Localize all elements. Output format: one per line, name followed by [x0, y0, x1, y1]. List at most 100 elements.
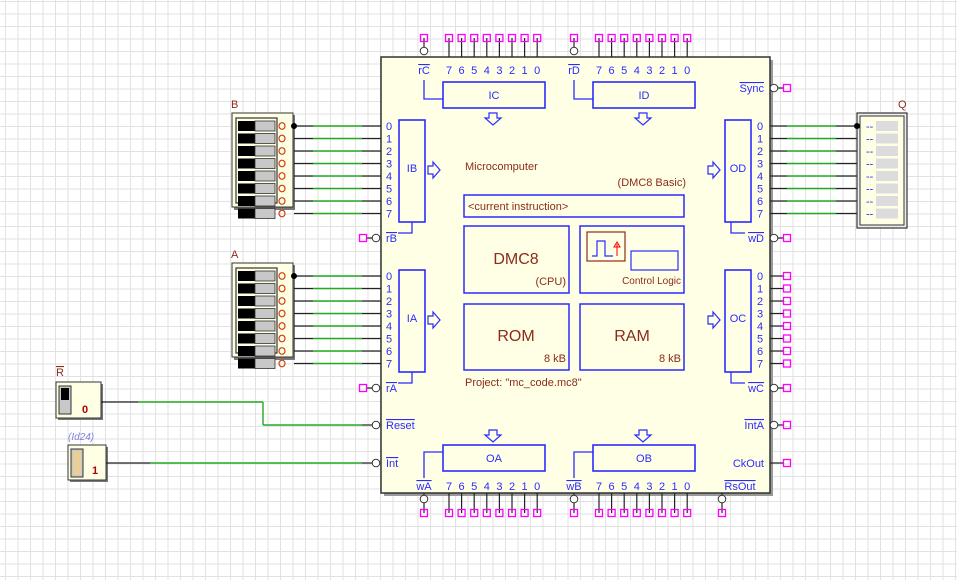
connector-rA[interactable] [358, 383, 368, 393]
port-OB-register[interactable] [592, 444, 696, 472]
connector-ID-bit[interactable] [607, 33, 616, 43]
connector-ID-bit[interactable] [594, 33, 604, 43]
bit-label: 5 [471, 481, 477, 493]
microcomputer-block[interactable] [380, 56, 771, 494]
connector-IC-bit[interactable] [495, 33, 504, 43]
connector-rsout[interactable] [717, 508, 727, 518]
connector-OA-bit[interactable] [470, 508, 479, 518]
connector-rD[interactable] [569, 33, 579, 43]
connector-OB-bit[interactable] [620, 508, 629, 518]
dip-toggle-off[interactable] [238, 171, 255, 181]
connector-OC-bit[interactable] [782, 296, 792, 306]
connector-wD[interactable] [782, 233, 792, 243]
connector-OC-bit[interactable] [782, 309, 792, 318]
dip-toggle-off[interactable] [238, 196, 255, 206]
connector-OB-bit[interactable] [670, 508, 679, 518]
port-OA-register[interactable] [442, 444, 546, 472]
connector-OA-bit[interactable] [495, 508, 504, 518]
connector-OB-bit[interactable] [657, 508, 667, 518]
connector-OC-bit[interactable] [782, 321, 792, 331]
output-state-icon [278, 184, 286, 193]
connector-IC-bit[interactable] [482, 33, 491, 43]
dip-toggle-off[interactable] [238, 308, 255, 319]
dip-toggle-off[interactable] [238, 133, 255, 144]
connector-OB-bit[interactable] [607, 508, 616, 518]
connector-IC-bit[interactable] [444, 33, 454, 43]
connector-inta[interactable] [782, 420, 792, 430]
ram-block[interactable] [579, 303, 685, 371]
bit-label: 7 [757, 209, 763, 221]
connector-ID-bit[interactable] [670, 33, 679, 43]
port-OD-register[interactable] [724, 119, 752, 223]
connector-wC[interactable] [782, 383, 792, 393]
connector-OB-bit[interactable] [594, 508, 604, 518]
port-ID-register[interactable] [592, 81, 696, 109]
connector-OC-bit[interactable] [782, 346, 792, 356]
connector-wB[interactable] [569, 508, 579, 518]
dip-toggle-off[interactable] [238, 183, 255, 194]
clock-icon [586, 231, 626, 262]
connector-IC-bit[interactable] [457, 33, 466, 43]
display-bit-value: -- [866, 184, 874, 196]
connector-OC-bit[interactable] [782, 271, 792, 281]
junction-dot [291, 123, 297, 129]
connector-OA-bit[interactable] [533, 508, 542, 518]
connector-ID-bit[interactable] [657, 33, 667, 43]
dip-toggle-off[interactable] [238, 208, 255, 219]
connector-OB-bit[interactable] [645, 508, 654, 518]
port-IC-register[interactable] [442, 81, 546, 109]
connector-ID-bit[interactable] [645, 33, 654, 43]
connector-OB-bit[interactable] [632, 508, 641, 518]
dip-toggle-off[interactable] [238, 158, 255, 169]
pin-label-rsout: RsOut [724, 481, 755, 493]
connector-OA-bit[interactable] [520, 508, 529, 518]
connector-IC-bit[interactable] [520, 33, 529, 43]
inverted-pin-wC-icon [769, 383, 779, 393]
connector-rC[interactable] [419, 33, 429, 43]
connector-OC-bit[interactable] [782, 359, 792, 368]
connector-wA[interactable] [419, 508, 429, 518]
connector-ID-bit[interactable] [632, 33, 641, 43]
dip-toggle-off[interactable] [238, 283, 255, 294]
dip-toggle-off[interactable] [238, 146, 255, 156]
connector-IC-bit[interactable] [533, 33, 542, 43]
bit-label: 7 [596, 481, 602, 493]
cpu-block[interactable] [463, 225, 570, 294]
connector-IC-bit[interactable] [507, 33, 517, 43]
rom-block[interactable] [463, 303, 570, 371]
switch-knob [73, 451, 81, 475]
connector-OA-bit[interactable] [444, 508, 454, 518]
connector-OC-bit[interactable] [782, 334, 792, 343]
dip-toggle-off[interactable] [238, 333, 255, 344]
arrow-down-icon [483, 429, 503, 443]
port-OB-label: OB [636, 453, 652, 465]
dip-toggle-off[interactable] [238, 358, 255, 369]
bit-label: 2 [509, 65, 515, 77]
connector-OA-bit[interactable] [457, 508, 466, 518]
connector-IC-bit[interactable] [470, 33, 479, 43]
register-enable-line [398, 222, 413, 234]
inverted-pin-wD-icon [769, 233, 779, 243]
connector-ID-bit[interactable] [620, 33, 629, 43]
connector-OB-bit[interactable] [683, 508, 692, 518]
dip-toggle-off[interactable] [238, 121, 255, 131]
connector-ckout[interactable] [782, 458, 792, 468]
output-state-icon [278, 134, 286, 143]
dip-toggle-off[interactable] [238, 321, 255, 331]
port-OC-register[interactable] [724, 269, 752, 373]
connector-rB[interactable] [358, 233, 368, 243]
connector-sync[interactable] [782, 83, 792, 93]
bit-label: 2 [757, 146, 763, 158]
dip-toggle-off[interactable] [238, 346, 255, 356]
display-bit-value: -- [866, 159, 874, 171]
connector-OA-bit[interactable] [482, 508, 491, 518]
connector-ID-bit[interactable] [683, 33, 692, 43]
connector-OC-bit[interactable] [782, 284, 792, 293]
bit-label: 5 [386, 334, 392, 346]
display-bit-value: -- [866, 209, 874, 221]
dip-toggle-off[interactable] [238, 271, 255, 281]
connector-OA-bit[interactable] [507, 508, 517, 518]
control-logic-block[interactable] [579, 225, 685, 294]
dip-toggle-off[interactable] [238, 296, 255, 306]
